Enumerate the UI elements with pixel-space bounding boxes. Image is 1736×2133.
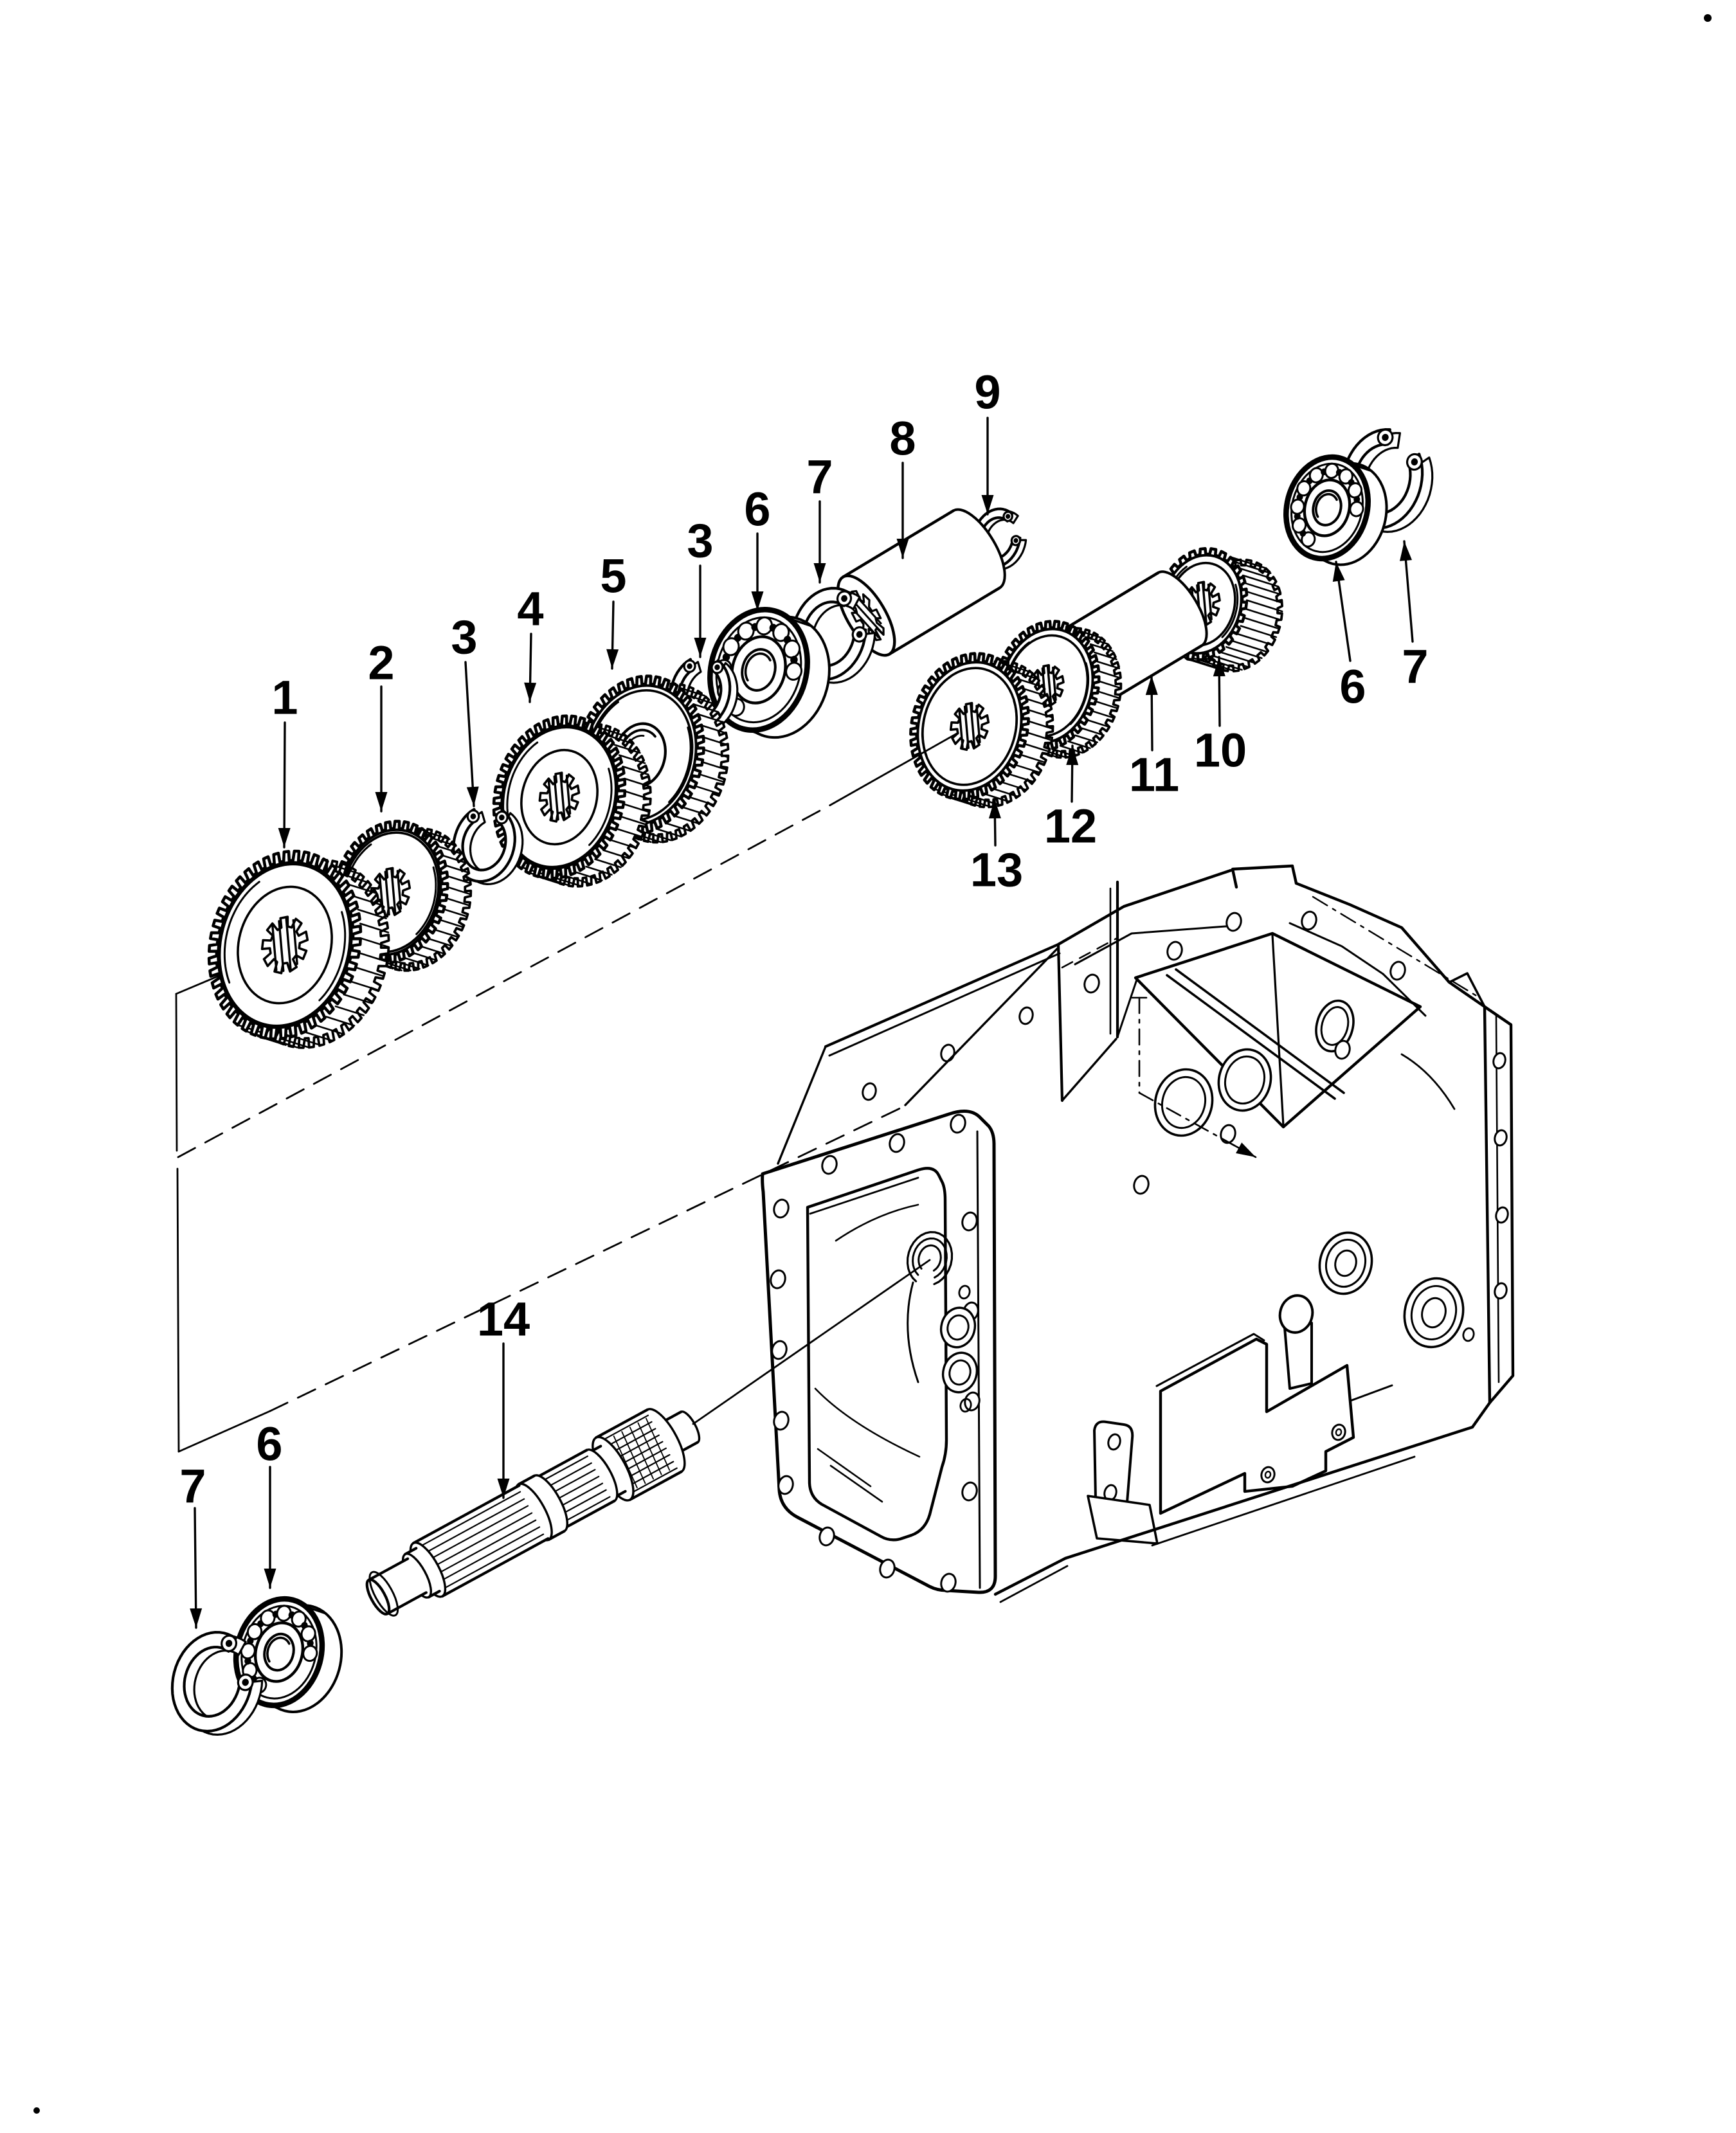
- callout-label-6: 6: [256, 1418, 282, 1471]
- transmission-case: [761, 864, 1515, 1603]
- callout-3: 3: [687, 514, 714, 658]
- callout-label-7: 7: [1402, 640, 1428, 694]
- callout-13: 13: [970, 798, 1023, 897]
- callout-label-7: 7: [806, 451, 833, 504]
- callout-label-1: 1: [271, 671, 298, 724]
- callout-7: 7: [806, 451, 833, 584]
- part-snap-ring-3: [452, 807, 524, 885]
- part-bearing-6: [707, 607, 831, 739]
- callout-label-5: 5: [600, 550, 626, 603]
- part-bearing-6: [1283, 454, 1388, 566]
- callout-7: 7: [179, 1460, 206, 1629]
- callout-label-7: 7: [179, 1460, 206, 1513]
- callout-11: 11: [1129, 674, 1179, 802]
- callout-label-11: 11: [1129, 748, 1179, 802]
- callout-label-13: 13: [970, 843, 1023, 897]
- page-dot: [1704, 14, 1712, 22]
- callout-label-3: 3: [451, 611, 477, 664]
- part-snap-ring-7: [1341, 428, 1434, 533]
- callout-label-8: 8: [889, 412, 916, 465]
- part-gear-1: [207, 849, 390, 1049]
- callout-label-6: 6: [744, 483, 770, 536]
- part-shaft-14: [365, 1408, 701, 1617]
- callout-label-14: 14: [477, 1293, 530, 1346]
- part-bearing-6: [233, 1596, 343, 1713]
- callout-label-3: 3: [687, 514, 713, 568]
- callout-6: 6: [256, 1418, 283, 1589]
- callout-6: 6: [1332, 561, 1366, 714]
- callout-label-6: 6: [1339, 660, 1366, 714]
- part-snap-ring-7: [170, 1631, 264, 1736]
- callout-12: 12: [1044, 744, 1097, 853]
- callout-label-2: 2: [368, 636, 394, 690]
- callout-14: 14: [477, 1293, 530, 1499]
- callout-9: 9: [974, 366, 1001, 516]
- callout-1: 1: [271, 671, 298, 849]
- page-artifacts: [33, 14, 1712, 2114]
- install-direction-arrow: [1138, 1092, 1257, 1158]
- callout-8: 8: [889, 412, 916, 559]
- page-dot: [33, 2107, 40, 2114]
- callout-label-9: 9: [974, 366, 1000, 419]
- callout-label-12: 12: [1044, 800, 1097, 853]
- callout-2: 2: [368, 636, 395, 813]
- callout-10: 10: [1194, 656, 1247, 777]
- callout-3: 3: [451, 611, 479, 807]
- construction-lines: [175, 804, 904, 1453]
- part-gear-4: [492, 714, 652, 888]
- callout-7: 7: [1400, 540, 1429, 694]
- parts: [170, 428, 1434, 1736]
- callout-label-4: 4: [517, 582, 543, 636]
- callout-label-10: 10: [1194, 724, 1247, 777]
- axis-lines: [692, 1259, 931, 1425]
- part-gear-13: [829, 652, 1054, 809]
- callout-5: 5: [600, 550, 627, 670]
- callout-6: 6: [744, 483, 771, 612]
- callout-4: 4: [517, 582, 544, 703]
